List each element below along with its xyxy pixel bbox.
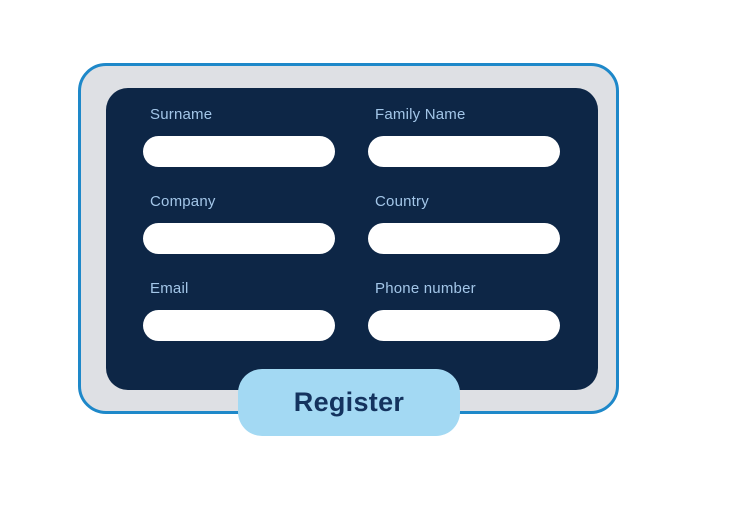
registration-card: Surname Family Name Company Country Emai…: [78, 63, 619, 414]
field-family-name: Family Name: [368, 106, 560, 167]
company-label: Company: [150, 193, 216, 210]
field-email: Email: [143, 280, 335, 341]
phone-number-label: Phone number: [375, 280, 476, 297]
country-label: Country: [375, 193, 429, 210]
field-surname: Surname: [143, 106, 335, 167]
registration-form-panel: Surname Family Name Company Country Emai…: [106, 88, 598, 390]
field-company: Company: [143, 193, 335, 254]
register-button[interactable]: Register: [238, 369, 460, 436]
family-name-input[interactable]: [368, 136, 560, 167]
email-label: Email: [150, 280, 189, 297]
surname-input[interactable]: [143, 136, 335, 167]
family-name-label: Family Name: [375, 106, 466, 123]
company-input[interactable]: [143, 223, 335, 254]
country-input[interactable]: [368, 223, 560, 254]
field-country: Country: [368, 193, 560, 254]
email-input[interactable]: [143, 310, 335, 341]
surname-label: Surname: [150, 106, 213, 123]
phone-number-input[interactable]: [368, 310, 560, 341]
field-phone-number: Phone number: [368, 280, 560, 341]
